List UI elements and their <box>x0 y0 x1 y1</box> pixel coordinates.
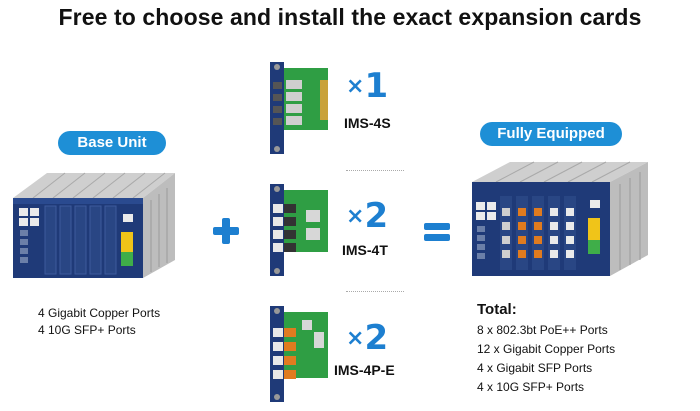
page-title: Free to choose and install the exact exp… <box>58 4 642 30</box>
fully-equipped-badge: Fully Equipped <box>480 122 622 146</box>
ims-4p-e-quantity: ×2 <box>346 318 389 358</box>
separator <box>346 170 404 171</box>
base-unit-feature-1: 4 Gigabit Copper Ports <box>38 306 161 320</box>
ims-4s-quantity: ×1 <box>346 66 389 106</box>
ims-4t-model-label: IMS-4T <box>342 242 388 258</box>
total-feature-4: 4 x 10G SFP+ Ports <box>477 380 585 394</box>
ims-4p-e-card-image <box>270 306 328 402</box>
total-heading: Total: <box>477 301 517 318</box>
total-feature-3: 4 x Gigabit SFP Ports <box>477 361 593 375</box>
separator <box>346 291 404 292</box>
ims-4p-e-model-label: IMS-4P-E <box>334 362 395 378</box>
base-unit-device-image <box>13 172 175 278</box>
ims-4s-card-image <box>270 62 328 154</box>
base-unit-feature-2: 4 10G SFP+ Ports <box>38 323 136 337</box>
ims-4s-model-label: IMS-4S <box>344 115 391 131</box>
total-feature-2: 12 x Gigabit Copper Ports <box>477 342 616 356</box>
fully-equipped-device-image <box>472 161 648 276</box>
base-unit-badge: Base Unit <box>58 131 166 155</box>
ims-4t-card-image <box>270 184 328 276</box>
plus-icon <box>213 218 239 244</box>
equals-icon <box>424 223 450 241</box>
total-feature-1: 8 x 802.3bt PoE++ Ports <box>477 323 608 337</box>
ims-4t-quantity: ×2 <box>346 196 389 236</box>
